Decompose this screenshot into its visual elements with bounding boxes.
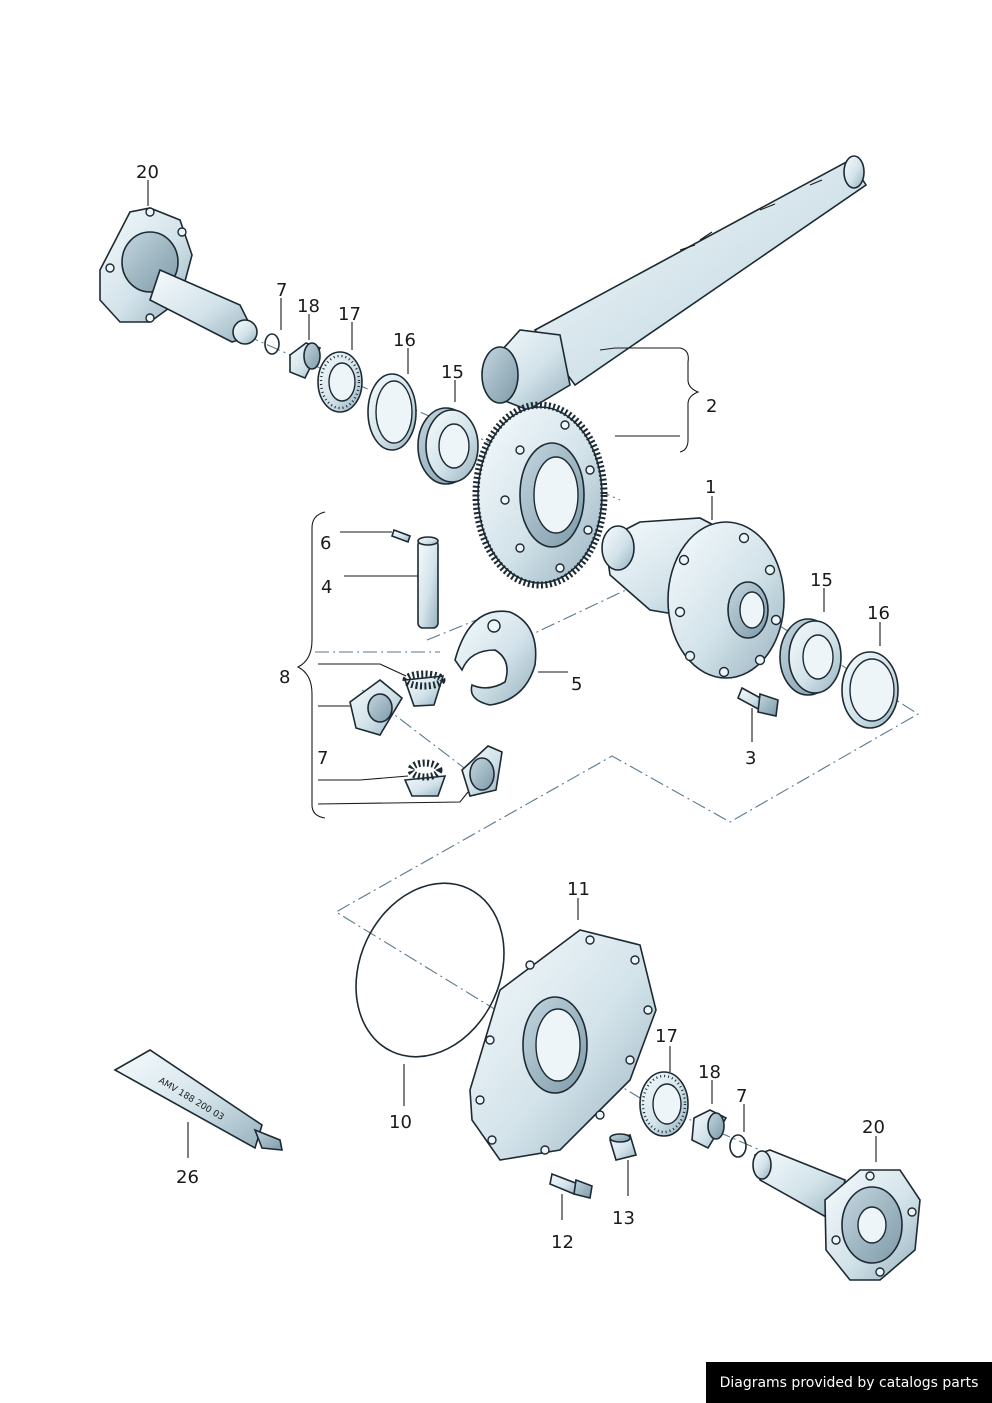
callout-15-right: 15 bbox=[810, 570, 833, 591]
part-3-bolt bbox=[736, 686, 779, 717]
bevel-gear-left bbox=[349, 678, 404, 736]
part-2-pinion-shaft bbox=[481, 155, 868, 411]
part-7-circlip-top bbox=[264, 333, 280, 355]
part-26-sealant-tube: AMV 188 200 03 bbox=[113, 1049, 283, 1151]
callout-18-top: 18 bbox=[297, 296, 320, 317]
callout-17-bottom: 17 bbox=[655, 1026, 678, 1047]
callout-7-top: 7 bbox=[276, 280, 287, 301]
callout-6: 6 bbox=[320, 533, 331, 554]
part-16-shim-ring-right bbox=[841, 651, 899, 729]
callout-20-top: 20 bbox=[136, 162, 159, 183]
part-1-differential-housing bbox=[601, 517, 785, 679]
callout-17-top: 17 bbox=[338, 304, 361, 325]
callout-26: 26 bbox=[176, 1167, 199, 1188]
callout-11: 11 bbox=[567, 879, 590, 900]
bevel-gear-right bbox=[461, 745, 503, 797]
part-20-flange-shaft-top bbox=[99, 207, 258, 345]
callout-3: 3 bbox=[745, 748, 756, 769]
ring-gear bbox=[472, 401, 608, 589]
part-4-shaft-pin bbox=[417, 536, 439, 629]
callout-15-top: 15 bbox=[441, 362, 464, 383]
footer-attribution: Diagrams provided by catalogs parts bbox=[706, 1362, 992, 1403]
callout-8: 8 bbox=[279, 667, 290, 688]
part-17-bearing-bottom bbox=[639, 1071, 689, 1137]
callout-12: 12 bbox=[551, 1232, 574, 1253]
part-17-bearing-top bbox=[317, 351, 363, 413]
bracket-2 bbox=[615, 347, 700, 453]
callout-2: 2 bbox=[706, 396, 717, 417]
bracket-8 bbox=[296, 511, 326, 819]
callout-1: 1 bbox=[705, 477, 716, 498]
part-20-flange-shaft-bottom bbox=[752, 1149, 921, 1281]
part-7-circlip-bottom bbox=[729, 1134, 747, 1158]
bevel-gear-lower bbox=[403, 759, 447, 797]
part-15-bearing-right bbox=[779, 618, 842, 696]
callout-4: 4 bbox=[321, 577, 332, 598]
callout-5: 5 bbox=[571, 674, 582, 695]
callout-10: 10 bbox=[389, 1112, 412, 1133]
callout-13: 13 bbox=[612, 1208, 635, 1229]
part-5-thrust-washer bbox=[454, 610, 537, 706]
leader-lines bbox=[147, 180, 881, 1220]
callout-20-bottom: 20 bbox=[862, 1117, 885, 1138]
callout-7-bottom: 7 bbox=[736, 1086, 747, 1107]
part-18-sleeve-top bbox=[289, 342, 322, 380]
part-16-shim-ring-top bbox=[367, 373, 417, 451]
part-15-bearing-top bbox=[417, 407, 479, 485]
part-10-o-ring bbox=[355, 882, 505, 1058]
part-6-pin bbox=[390, 528, 412, 544]
part-12-bolt bbox=[549, 1172, 593, 1199]
part-13-plug bbox=[608, 1133, 638, 1161]
callout-16-right: 16 bbox=[867, 603, 890, 624]
part-11-housing-cover bbox=[469, 929, 657, 1161]
callout-18-bottom: 18 bbox=[698, 1062, 721, 1083]
bevel-gear-upper bbox=[402, 670, 446, 707]
callout-7-middle: 7 bbox=[317, 748, 328, 769]
part-18-sleeve-bottom bbox=[691, 1109, 728, 1150]
callout-16-top: 16 bbox=[393, 330, 416, 351]
callout-labels: 20 7 18 17 16 15 2 1 6 4 15 16 8 5 7 3 1… bbox=[136, 162, 890, 1253]
